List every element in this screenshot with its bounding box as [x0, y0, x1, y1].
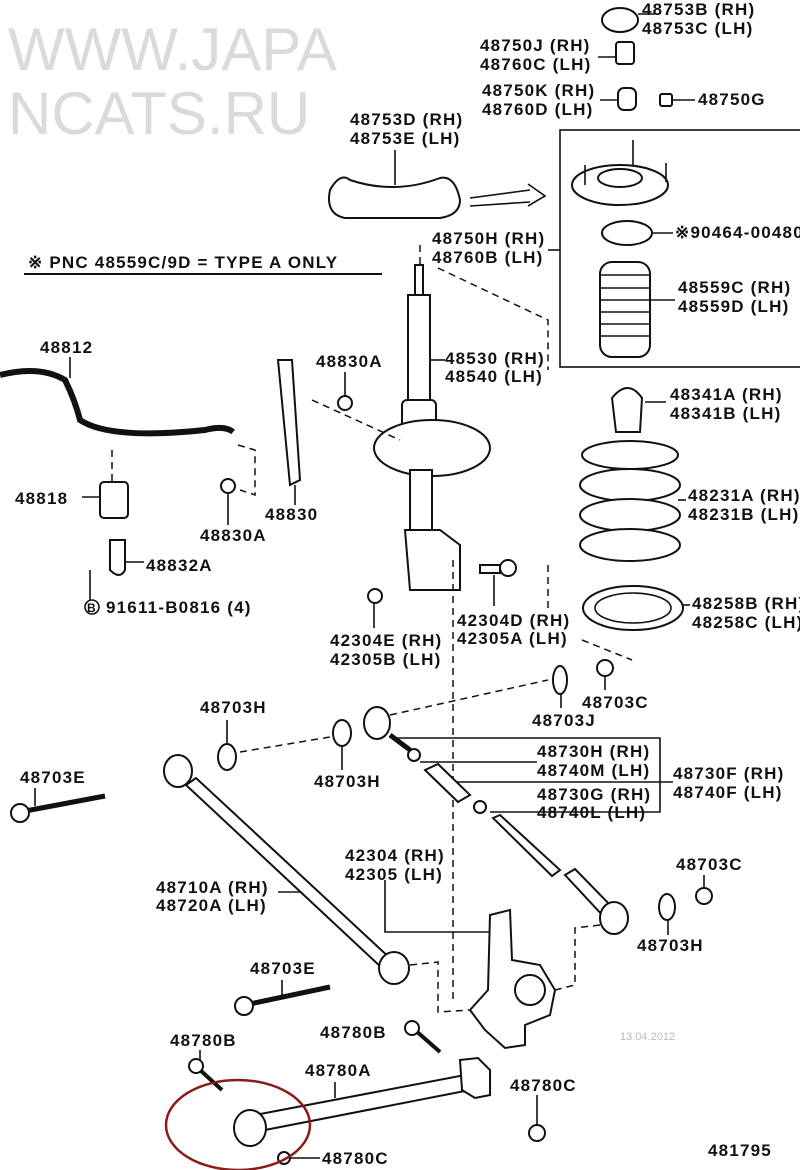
part-label[interactable]: 48703C: [676, 855, 743, 874]
part-label[interactable]: 48750K (RH): [482, 81, 595, 100]
part-label[interactable]: 48703J: [532, 711, 596, 730]
part-label[interactable]: 48703E: [20, 768, 86, 787]
part-labels: 48753B (RH) 48753C (LH) 48750J (RH) 4876…: [15, 0, 800, 1168]
part-label[interactable]: 48780B: [170, 1031, 237, 1050]
part-label[interactable]: ※90464-00480: [675, 223, 800, 242]
part-label[interactable]: 48740L (LH): [537, 803, 646, 822]
part-label[interactable]: 48703H: [314, 772, 381, 791]
part-label[interactable]: 48559C (RH): [678, 278, 791, 297]
part-label[interactable]: 42305B (LH): [330, 650, 441, 669]
part-label[interactable]: 48830A: [200, 526, 267, 545]
type-note: ※ PNC 48559C/9D = TYPE A ONLY: [28, 253, 338, 272]
part-label[interactable]: 48231B (LH): [688, 505, 799, 524]
part-label[interactable]: 48830: [265, 505, 318, 524]
part-label[interactable]: 48760C (LH): [480, 55, 591, 74]
highlight-circle: [164, 1078, 312, 1170]
part-label[interactable]: 48750J (RH): [480, 36, 591, 55]
part-label[interactable]: 42305 (LH): [345, 865, 443, 884]
part-label[interactable]: 48753C (LH): [642, 19, 753, 38]
part-label[interactable]: 48832A: [146, 556, 213, 575]
part-label[interactable]: 48703H: [200, 698, 267, 717]
part-label[interactable]: 48780C: [322, 1149, 389, 1168]
part-label[interactable]: 48780A: [305, 1061, 372, 1080]
part-label[interactable]: 48231A (RH): [688, 486, 800, 505]
part-label[interactable]: 42305A (LH): [457, 629, 568, 648]
date-stamp: 13.04.2012: [620, 1031, 675, 1043]
part-label[interactable]: 48730G (RH): [537, 785, 651, 804]
part-label[interactable]: 42304E (RH): [330, 631, 442, 650]
part-label[interactable]: 48341B (LH): [670, 404, 781, 423]
part-label[interactable]: 48703C: [582, 693, 649, 712]
part-label[interactable]: 48703H: [637, 936, 704, 955]
part-label[interactable]: 48818: [15, 489, 68, 508]
part-label[interactable]: 48830A: [316, 352, 383, 371]
part-label[interactable]: 91611-B0816 (4): [106, 598, 252, 617]
part-label[interactable]: 48740M (LH): [537, 761, 650, 780]
part-label[interactable]: 48812: [40, 338, 93, 357]
part-label[interactable]: 48753D (RH): [350, 110, 463, 129]
part-label[interactable]: 42304 (RH): [345, 846, 445, 865]
part-label[interactable]: 48258C (LH): [692, 613, 800, 632]
part-label[interactable]: 48760B (LH): [432, 248, 543, 267]
part-label[interactable]: 48710A (RH): [156, 878, 269, 897]
part-label[interactable]: 48760D (LH): [482, 100, 593, 119]
part-label[interactable]: 48559D (LH): [678, 297, 789, 316]
part-shapes: [0, 7, 800, 1170]
part-label[interactable]: 48750H (RH): [432, 229, 545, 248]
part-label[interactable]: 48703E: [250, 959, 316, 978]
part-label[interactable]: 48730F (RH): [673, 764, 784, 783]
part-label[interactable]: 48780C: [510, 1076, 577, 1095]
diagram-number: 481795: [708, 1141, 772, 1160]
part-label[interactable]: 48753E (LH): [350, 129, 461, 148]
part-label[interactable]: 48740F (LH): [673, 783, 783, 802]
part-label[interactable]: 48258B (RH): [692, 594, 800, 613]
b-mark-icon: B: [87, 601, 97, 615]
part-label[interactable]: 48720A (LH): [156, 896, 267, 915]
part-label[interactable]: 48753B (RH): [642, 0, 755, 19]
part-label[interactable]: 48540 (LH): [445, 367, 543, 386]
part-label[interactable]: 48341A (RH): [670, 385, 783, 404]
part-label[interactable]: 42304D (RH): [457, 611, 570, 630]
part-label[interactable]: 48530 (RH): [445, 349, 545, 368]
part-label[interactable]: 48780B: [320, 1023, 387, 1042]
part-label[interactable]: 48730H (RH): [537, 742, 650, 761]
part-label[interactable]: 48750G: [698, 90, 766, 109]
